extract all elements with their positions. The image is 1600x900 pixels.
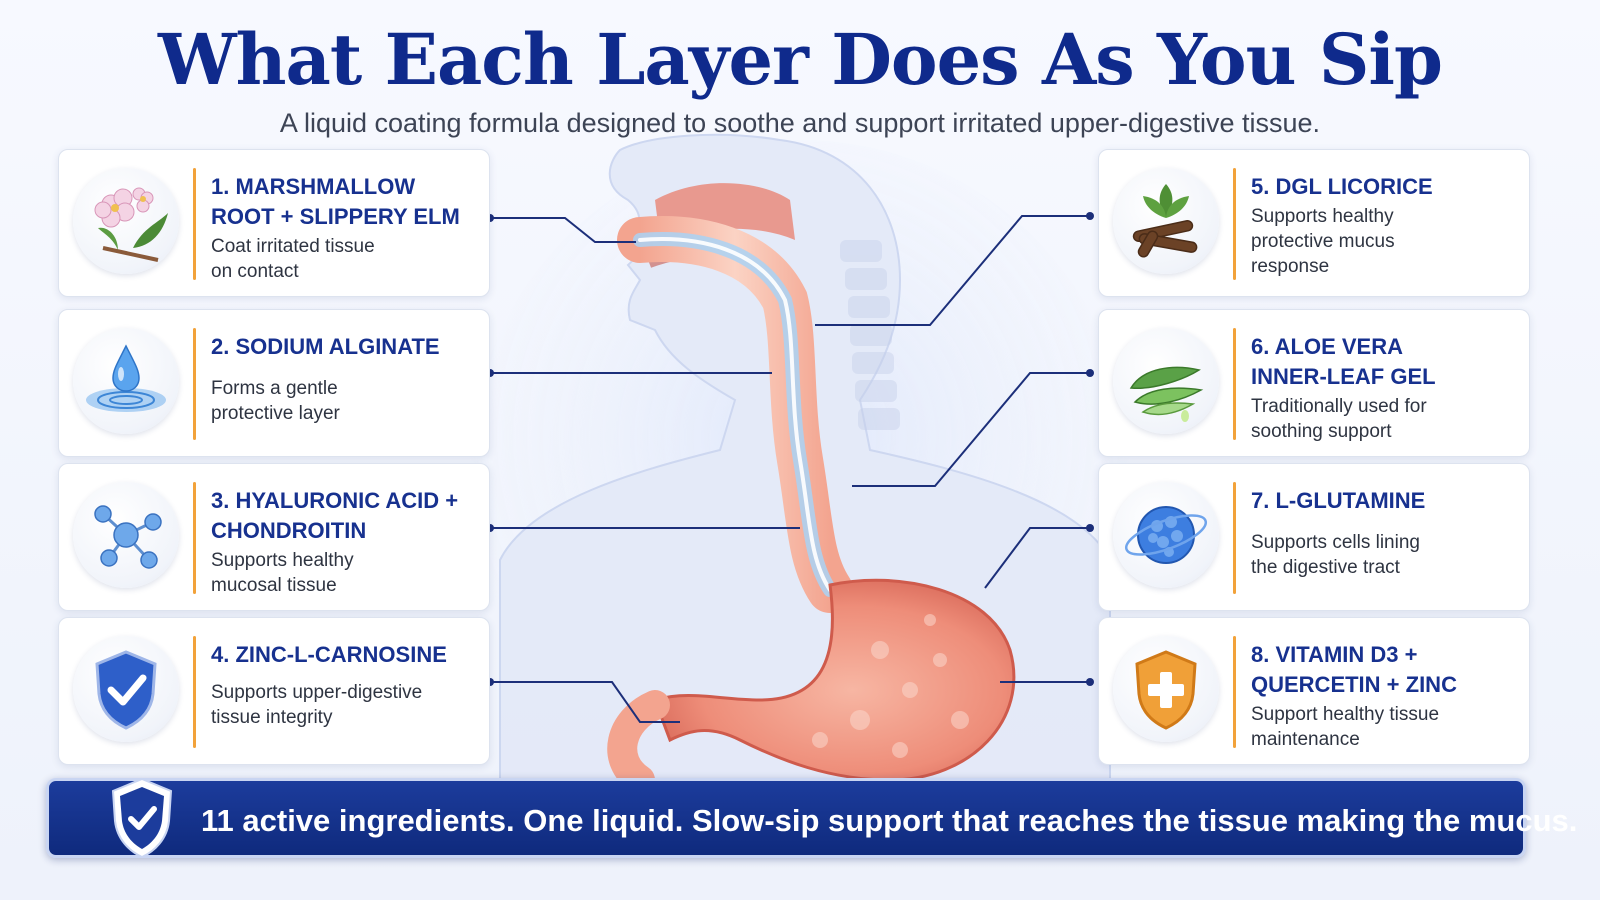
ingredient-card-7: 7. L-GLUTAMINE Supports cells lining the… — [1098, 463, 1530, 611]
ingredient-heading: 8. VITAMIN D3 + QUERCETIN + ZINC — [1251, 642, 1457, 697]
ingredient-heading: 5. DGL LICORICE — [1251, 174, 1433, 199]
plus-shield-icon — [1113, 636, 1219, 742]
ingredient-heading: 1. MARSHMALLOW ROOT + SLIPPERY ELM — [211, 174, 460, 229]
ingredient-heading: 7. L-GLUTAMINE — [1251, 488, 1426, 513]
ingredient-description: Supports upper-digestive tissue integrit… — [211, 682, 423, 728]
water-drop-icon — [73, 328, 179, 434]
summary-banner: 11 active ingredients. One liquid. Slow-… — [46, 777, 1578, 859]
ingredient-heading: 3. HYALURONIC ACID + CHONDROITIN — [211, 488, 459, 543]
marshmallow-flower-icon — [73, 168, 179, 274]
checkmark-shield-icon — [73, 636, 179, 742]
card-divider — [193, 328, 196, 440]
ingredient-card-4: 4. ZINC-L-CARNOSINE Supports upper-diges… — [58, 617, 490, 765]
spine — [840, 240, 900, 430]
banner-text: 11 active ingredients. One liquid. Slow-… — [201, 803, 1578, 838]
ingredient-description: Supports healthy protective mucus respon… — [1251, 206, 1395, 277]
card-divider — [1233, 168, 1236, 280]
ingredient-description: Coat irritated tissue on contact — [211, 236, 375, 282]
card-divider — [1233, 482, 1236, 594]
ingredient-card-1: 1. MARSHMALLOW ROOT + SLIPPERY ELM Coat … — [58, 149, 490, 297]
ingredient-heading: 4. ZINC-L-CARNOSINE — [211, 642, 447, 667]
licorice-root-icon — [1113, 168, 1219, 274]
card-divider — [193, 482, 196, 594]
ingredient-description: Forms a gentle protective layer — [211, 378, 340, 424]
ingredient-card-6: 6. ALOE VERA INNER-LEAF GEL Traditionall… — [1098, 309, 1530, 457]
ingredient-description: Support healthy tissue maintenance — [1251, 704, 1440, 750]
cell-sphere-icon — [1113, 482, 1219, 588]
card-divider — [1233, 636, 1236, 748]
ingredient-card-8: 8. VITAMIN D3 + QUERCETIN + ZINC Support… — [1098, 617, 1530, 765]
ingredient-card-2: 2. SODIUM ALGINATE Forms a gentle protec… — [58, 309, 490, 457]
ingredient-card-5: 5. DGL LICORICE Supports healthy protect… — [1098, 149, 1530, 297]
page-subtitle: A liquid coating formula designed to soo… — [279, 108, 1321, 138]
checkmark-shield-icon — [111, 777, 173, 859]
aloe-vera-icon — [1113, 328, 1219, 434]
connector-lines — [490, 215, 1090, 723]
ingredient-description: Supports healthy mucosal tissue — [211, 550, 354, 596]
ingredient-description: Traditionally used for soothing support — [1251, 396, 1427, 442]
card-divider — [1233, 328, 1236, 440]
card-divider — [193, 168, 196, 280]
stomach — [653, 578, 1016, 782]
ingredient-card-3: 3. HYALURONIC ACID + CHONDROITIN Support… — [58, 463, 490, 611]
ingredient-heading: 6. ALOE VERA INNER-LEAF GEL — [1251, 334, 1436, 389]
ingredient-description: Supports cells lining the digestive trac… — [1251, 532, 1420, 578]
ingredient-heading: 2. SODIUM ALGINATE — [211, 334, 440, 359]
molecule-icon — [73, 482, 179, 588]
page-title: What Each Layer Does As You Sip — [158, 18, 1443, 101]
card-divider — [193, 636, 196, 748]
